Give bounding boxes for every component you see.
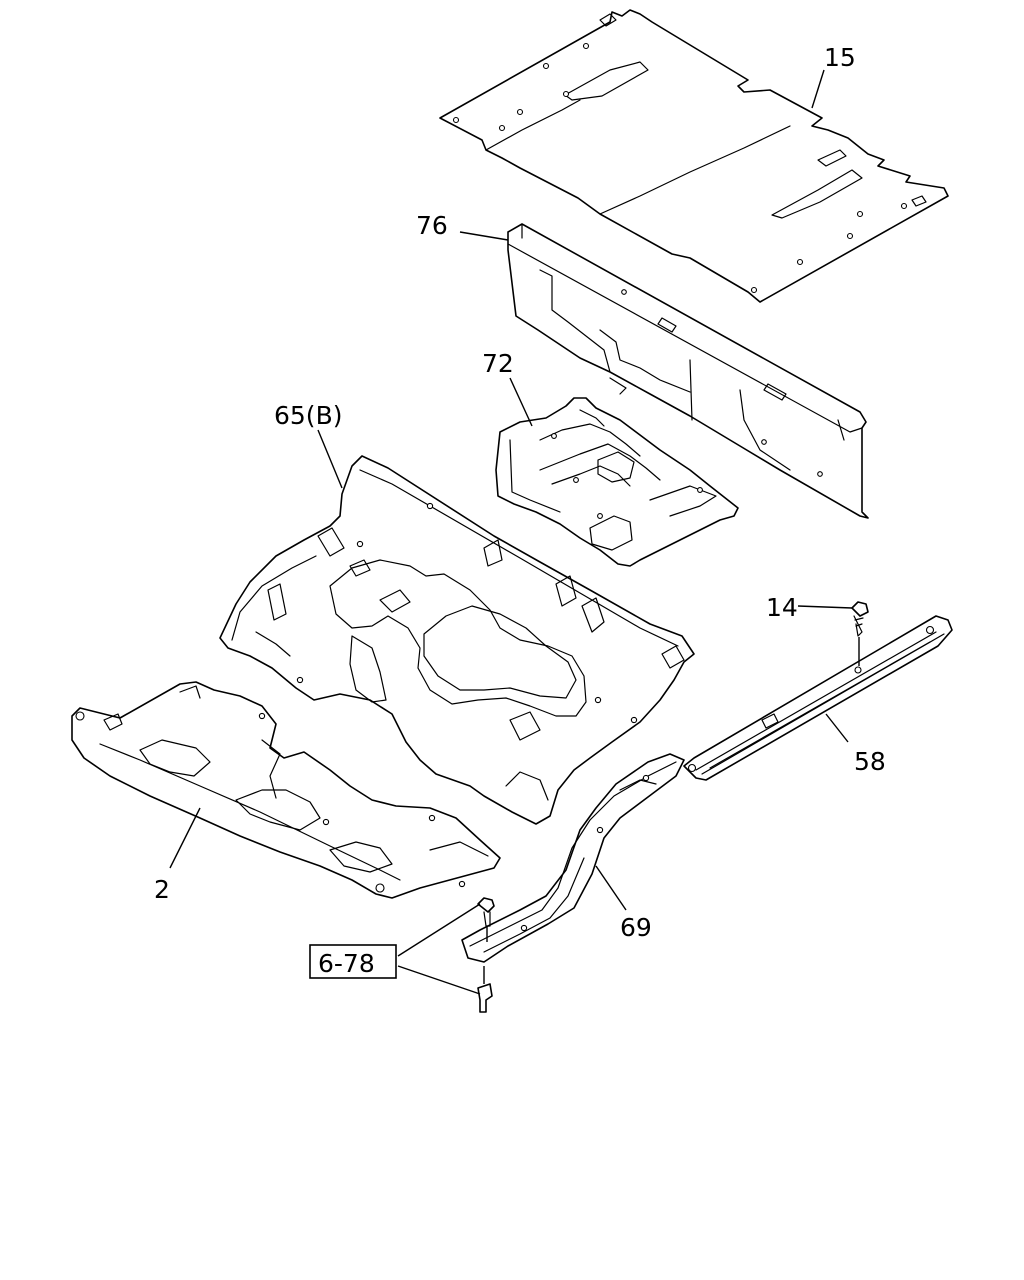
part-14-screw xyxy=(851,601,869,666)
leader-lines xyxy=(169,69,853,995)
callout-14: 14 xyxy=(766,593,798,622)
part-76-cross-panel xyxy=(507,223,869,519)
part-69-side-plate xyxy=(461,753,685,963)
clip-fastener-lower xyxy=(477,966,493,1013)
callout-2: 2 xyxy=(154,875,170,904)
part-58-sill-plate xyxy=(683,615,953,781)
part-15-rear-floor-panel xyxy=(439,9,949,303)
part-2-floor-insulator xyxy=(71,681,501,899)
reference-box xyxy=(309,944,397,979)
part-65b-front-floor-insulator xyxy=(219,455,695,825)
clip-fastener-upper xyxy=(477,897,495,942)
callout-65b: 65(B) xyxy=(274,401,342,430)
callout-58: 58 xyxy=(854,747,886,776)
callout-15: 15 xyxy=(824,43,856,72)
part-72-center-insulator xyxy=(495,397,739,567)
callout-72: 72 xyxy=(482,349,514,378)
callout-69: 69 xyxy=(620,913,652,942)
callout-76: 76 xyxy=(416,211,448,240)
callout-labels: 15 76 72 65(B) 14 58 2 69 6-78 xyxy=(154,43,886,979)
callout-6-78[interactable]: 6-78 xyxy=(318,949,375,978)
